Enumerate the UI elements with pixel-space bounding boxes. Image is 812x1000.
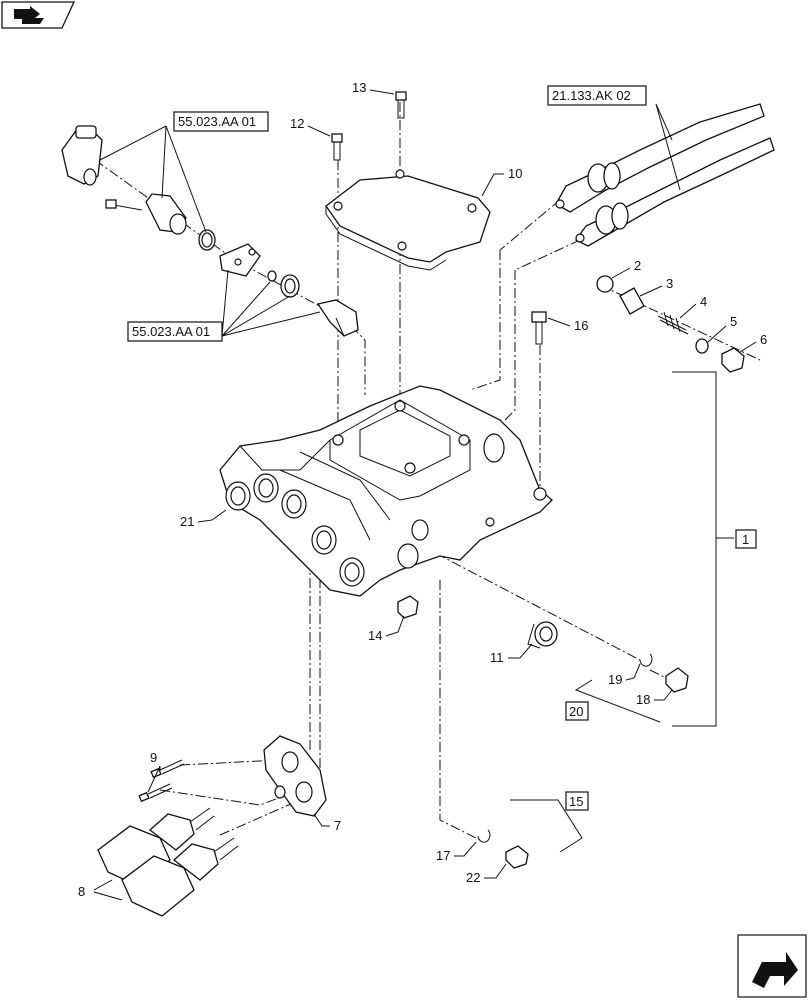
callout-13: 13 bbox=[352, 80, 366, 95]
callout-9: 9 bbox=[150, 750, 157, 765]
next-page-arrow-icon[interactable] bbox=[737, 934, 807, 998]
reference-leaders bbox=[99, 103, 681, 337]
callout-6: 6 bbox=[760, 332, 767, 347]
book-arrow-icon[interactable] bbox=[1, 1, 76, 29]
callout-11: 11 bbox=[490, 650, 504, 665]
screws-9[interactable] bbox=[138, 759, 185, 803]
callout-12: 12 bbox=[290, 116, 304, 131]
assembly-number: 1 bbox=[742, 532, 749, 547]
reference-box-cable[interactable]: 21.133.AK 02 bbox=[547, 85, 647, 106]
callout-22: 22 bbox=[466, 870, 480, 885]
callout-2: 2 bbox=[634, 258, 641, 273]
reference-label: 55.023.AA 01 bbox=[178, 114, 256, 129]
plug-14[interactable] bbox=[397, 595, 419, 619]
gasket-plate[interactable] bbox=[263, 735, 327, 817]
cover-plate[interactable] bbox=[325, 169, 491, 271]
callout-19: 19 bbox=[608, 672, 622, 687]
group-box-15[interactable]: 15 bbox=[565, 791, 589, 811]
valve-body[interactable] bbox=[219, 385, 553, 597]
callouts: 13 12 10 2 3 4 5 6 16 21 14 11 19 18 9 7… bbox=[78, 80, 767, 901]
callout-4: 4 bbox=[700, 294, 707, 309]
callout-8: 8 bbox=[78, 884, 85, 899]
detent-parts[interactable] bbox=[596, 275, 745, 373]
group-number: 20 bbox=[569, 704, 583, 719]
control-cables[interactable] bbox=[555, 103, 775, 247]
bushing-11[interactable] bbox=[527, 621, 558, 649]
bolt-16[interactable] bbox=[531, 311, 547, 345]
reference-label: 55.023.AA 01 bbox=[132, 324, 210, 339]
solenoids-8[interactable] bbox=[97, 807, 239, 917]
callout-14: 14 bbox=[368, 628, 382, 643]
plug-18[interactable] bbox=[639, 653, 689, 693]
center-lines bbox=[94, 102, 761, 841]
callout-7: 7 bbox=[334, 818, 341, 833]
group-15-bracket bbox=[510, 799, 583, 853]
callout-10: 10 bbox=[508, 166, 522, 181]
assembly-bracket bbox=[672, 371, 734, 727]
assembly-box-1[interactable]: 1 bbox=[735, 529, 757, 549]
group-box-20[interactable]: 20 bbox=[565, 701, 589, 721]
callout-17: 17 bbox=[436, 848, 450, 863]
callout-5: 5 bbox=[730, 314, 737, 329]
callout-3: 3 bbox=[666, 276, 673, 291]
callout-21: 21 bbox=[180, 514, 194, 529]
group-20-bracket bbox=[574, 679, 661, 723]
plug-22[interactable] bbox=[477, 829, 529, 869]
reference-box-top[interactable]: 55.023.AA 01 bbox=[173, 111, 269, 132]
group-number: 15 bbox=[569, 794, 583, 809]
reference-box-mid[interactable]: 55.023.AA 01 bbox=[127, 321, 223, 342]
reference-label: 21.133.AK 02 bbox=[552, 88, 631, 103]
bolt-13[interactable] bbox=[395, 91, 407, 119]
upper-solenoid-parts[interactable] bbox=[61, 125, 359, 337]
bolt-12[interactable] bbox=[331, 133, 343, 161]
callout-18: 18 bbox=[636, 692, 650, 707]
callout-16: 16 bbox=[574, 318, 588, 333]
